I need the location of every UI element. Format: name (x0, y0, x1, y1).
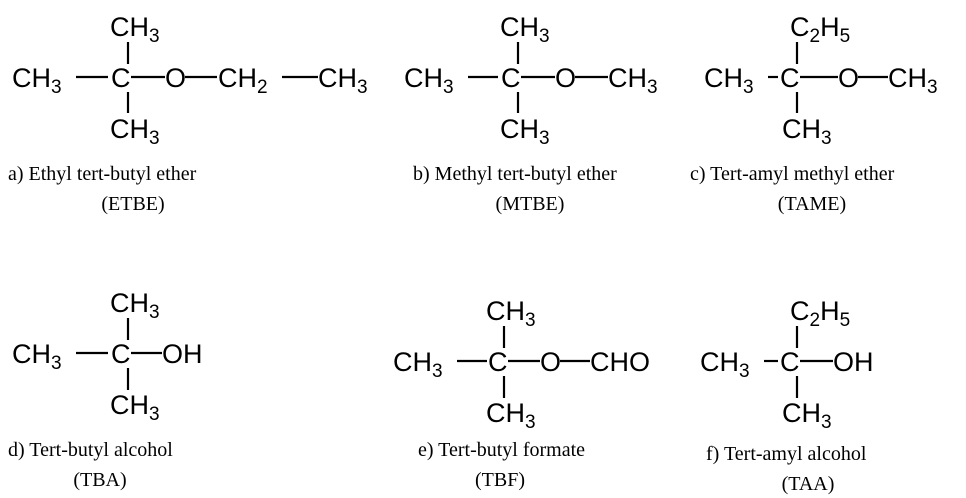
group-left: CH3 (12, 339, 62, 374)
group-bottom: CH3 (782, 398, 832, 433)
group-top: CH3 (500, 12, 550, 47)
group-top: CH3 (110, 12, 160, 47)
center-carbon: C (780, 63, 800, 93)
group-top: C2H5 (790, 296, 850, 331)
group-left: CH3 (12, 63, 62, 98)
molecule-etbe: CH3 CH3 C O CH2 CH3 CH3 a) Ethyl tert-bu… (8, 12, 368, 215)
group-o1: O (540, 347, 561, 377)
caption: b) Methyl tert-butyl ether (413, 163, 617, 185)
caption: d) Tert-butyl alcohol (8, 439, 173, 461)
center-carbon: C (488, 347, 508, 377)
group-bottom: CH3 (500, 114, 550, 149)
group-top: C2H5 (790, 12, 850, 47)
abbreviation: (TBF) (475, 469, 525, 491)
center-carbon: C (111, 63, 131, 93)
group-g2: CH3 (888, 63, 938, 98)
group-left: CH3 (700, 347, 750, 382)
abbreviation: (TAA) (782, 473, 835, 495)
group-left: CH3 (404, 63, 454, 98)
group-bottom: CH3 (110, 114, 160, 149)
group-o1: OH (162, 339, 203, 369)
group-g3: CH3 (318, 63, 368, 98)
group-bottom: CH3 (782, 114, 832, 149)
molecule-tame: C2H5 CH3 C O CH3 CH3 c) Tert-amyl methyl… (690, 12, 938, 215)
molecule-tba: CH3 CH3 C OH CH3 d) Tert-butyl alcohol (… (8, 288, 203, 491)
caption: c) Tert-amyl methyl ether (690, 163, 895, 185)
molecule-tbf: CH3 CH3 C O CHO CH3 e) Tert-butyl format… (393, 296, 650, 491)
group-g2: CH2 (218, 63, 268, 98)
molecule-taa: C2H5 CH3 C OH CH3 f) Tert-amyl alcohol (… (700, 296, 874, 495)
group-bottom: CH3 (486, 398, 536, 433)
group-top: CH3 (486, 296, 536, 331)
group-o1: O (165, 63, 186, 93)
abbreviation: (MTBE) (496, 193, 565, 215)
abbreviation: (TBA) (73, 469, 126, 491)
caption: e) Tert-butyl formate (418, 439, 585, 461)
group-left: CH3 (393, 347, 443, 382)
group-left: CH3 (704, 63, 754, 98)
caption: f) Tert-amyl alcohol (706, 443, 867, 465)
abbreviation: (TAME) (778, 193, 846, 215)
group-o1: O (838, 63, 859, 93)
abbreviation: (ETBE) (101, 193, 164, 215)
molecule-mtbe: CH3 CH3 C O CH3 CH3 b) Methyl tert-butyl… (404, 12, 658, 215)
group-top: CH3 (110, 288, 160, 323)
caption: a) Ethyl tert-butyl ether (8, 163, 197, 185)
group-bottom: CH3 (110, 390, 160, 425)
center-carbon: C (780, 347, 800, 377)
group-g2: CH3 (608, 63, 658, 98)
center-carbon: C (501, 63, 521, 93)
group-o1: O (555, 63, 576, 93)
group-g2: CHO (590, 347, 650, 377)
group-o1: OH (833, 347, 874, 377)
center-carbon: C (111, 339, 131, 369)
